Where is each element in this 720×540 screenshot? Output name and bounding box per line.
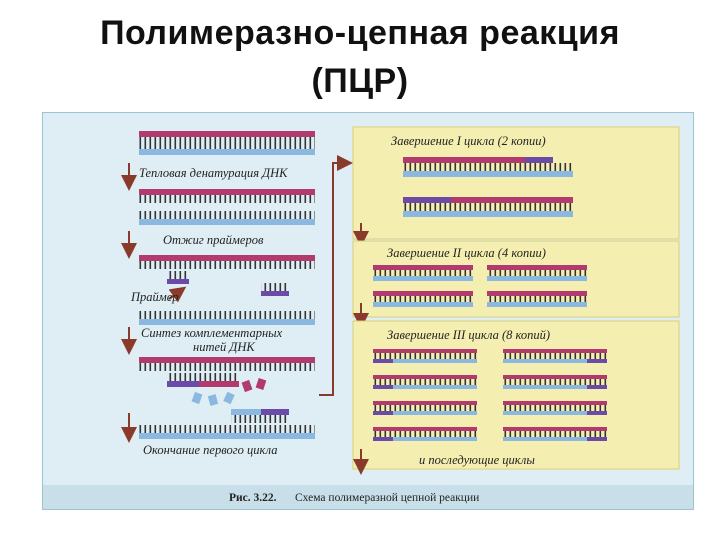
caption-text: Схема полимеразной цепной реакции (295, 492, 479, 504)
dna-copy-segment (373, 385, 393, 389)
dna-copy-segment (373, 405, 477, 411)
dna-copy-segment (373, 437, 477, 441)
pcr-diagram: Тепловая денатурация ДНК Отжиг праймеров… (43, 126, 693, 509)
dna-copy-segment (503, 437, 607, 441)
dna-copy-segment (587, 359, 607, 363)
dna-copy-segment (587, 437, 607, 441)
dna-copy-segment (503, 431, 607, 437)
dna-copy-segment (373, 375, 477, 379)
pcr-figure: Тепловая денатурация ДНК Отжиг праймеров… (42, 112, 694, 510)
cycle3-copies (373, 349, 607, 441)
dna-copy-segment (587, 385, 607, 389)
dna-copy-segment (503, 401, 607, 405)
label-cycle2: Завершение II цикла (4 копии) (387, 246, 546, 260)
dna-copy-segment (503, 385, 607, 389)
label-primer: Праймер (130, 290, 179, 304)
panel-cycle1 (352, 126, 680, 240)
dna-copy-segment (503, 411, 607, 415)
end-first-cycle-strands (139, 425, 315, 439)
label-annealing: Отжиг праймеров (163, 233, 264, 247)
dna-copy-segment (373, 437, 393, 441)
label-end-first-cycle: Окончание первого цикла (143, 443, 277, 457)
label-cycle1: Завершение I цикла (2 копии) (391, 134, 546, 148)
dna-copy-segment (373, 431, 477, 437)
denatured-strands (139, 189, 315, 225)
dna-copy-segment (373, 401, 477, 405)
dna-copy-segment (373, 359, 477, 363)
dna-copy-segment (503, 353, 607, 359)
dna-copy-segment (503, 349, 607, 353)
dna-copy-segment (503, 359, 607, 363)
synthesis-strands (139, 357, 315, 423)
caption-bar (43, 485, 693, 509)
caption-label: Рис. 3.22. (229, 492, 277, 504)
dna-copy-segment (373, 411, 477, 415)
annealing-strands (139, 255, 315, 325)
slide-title-line1: Полимеразно-цепная реакция (100, 14, 620, 52)
connector-arrow (319, 155, 353, 396)
dna-copy-segment (503, 375, 607, 379)
dna-copy-segment (503, 405, 607, 411)
label-cycle3: Завершение III цикла (8 копий) (387, 328, 550, 342)
dna-copy-segment (373, 427, 477, 431)
label-denaturation: Тепловая денатурация ДНК (139, 166, 288, 180)
dna-copy-segment (373, 411, 393, 415)
label-synthesis-line2: нитей ДНК (193, 340, 255, 354)
cycle2-copies (373, 265, 587, 307)
label-following-cycles: и последующие циклы (419, 453, 535, 467)
initial-dna-duplex (139, 131, 315, 155)
dna-copy-segment (373, 353, 477, 359)
dna-copy-segment (373, 385, 477, 389)
cycle1-copies (403, 157, 573, 217)
primer-pointer-arrow (168, 286, 187, 303)
dna-copy-segment (503, 427, 607, 431)
label-synthesis-line1: Синтез комплементарных (141, 326, 283, 340)
dna-copy-segment (503, 379, 607, 385)
dna-copy-segment (373, 349, 477, 353)
dna-copy-segment (373, 379, 477, 385)
dna-copy-segment (373, 359, 393, 363)
dna-copy-segment (587, 411, 607, 415)
panel-cycle3 (352, 320, 680, 470)
slide-title-line2: (ПЦР) (311, 62, 409, 100)
